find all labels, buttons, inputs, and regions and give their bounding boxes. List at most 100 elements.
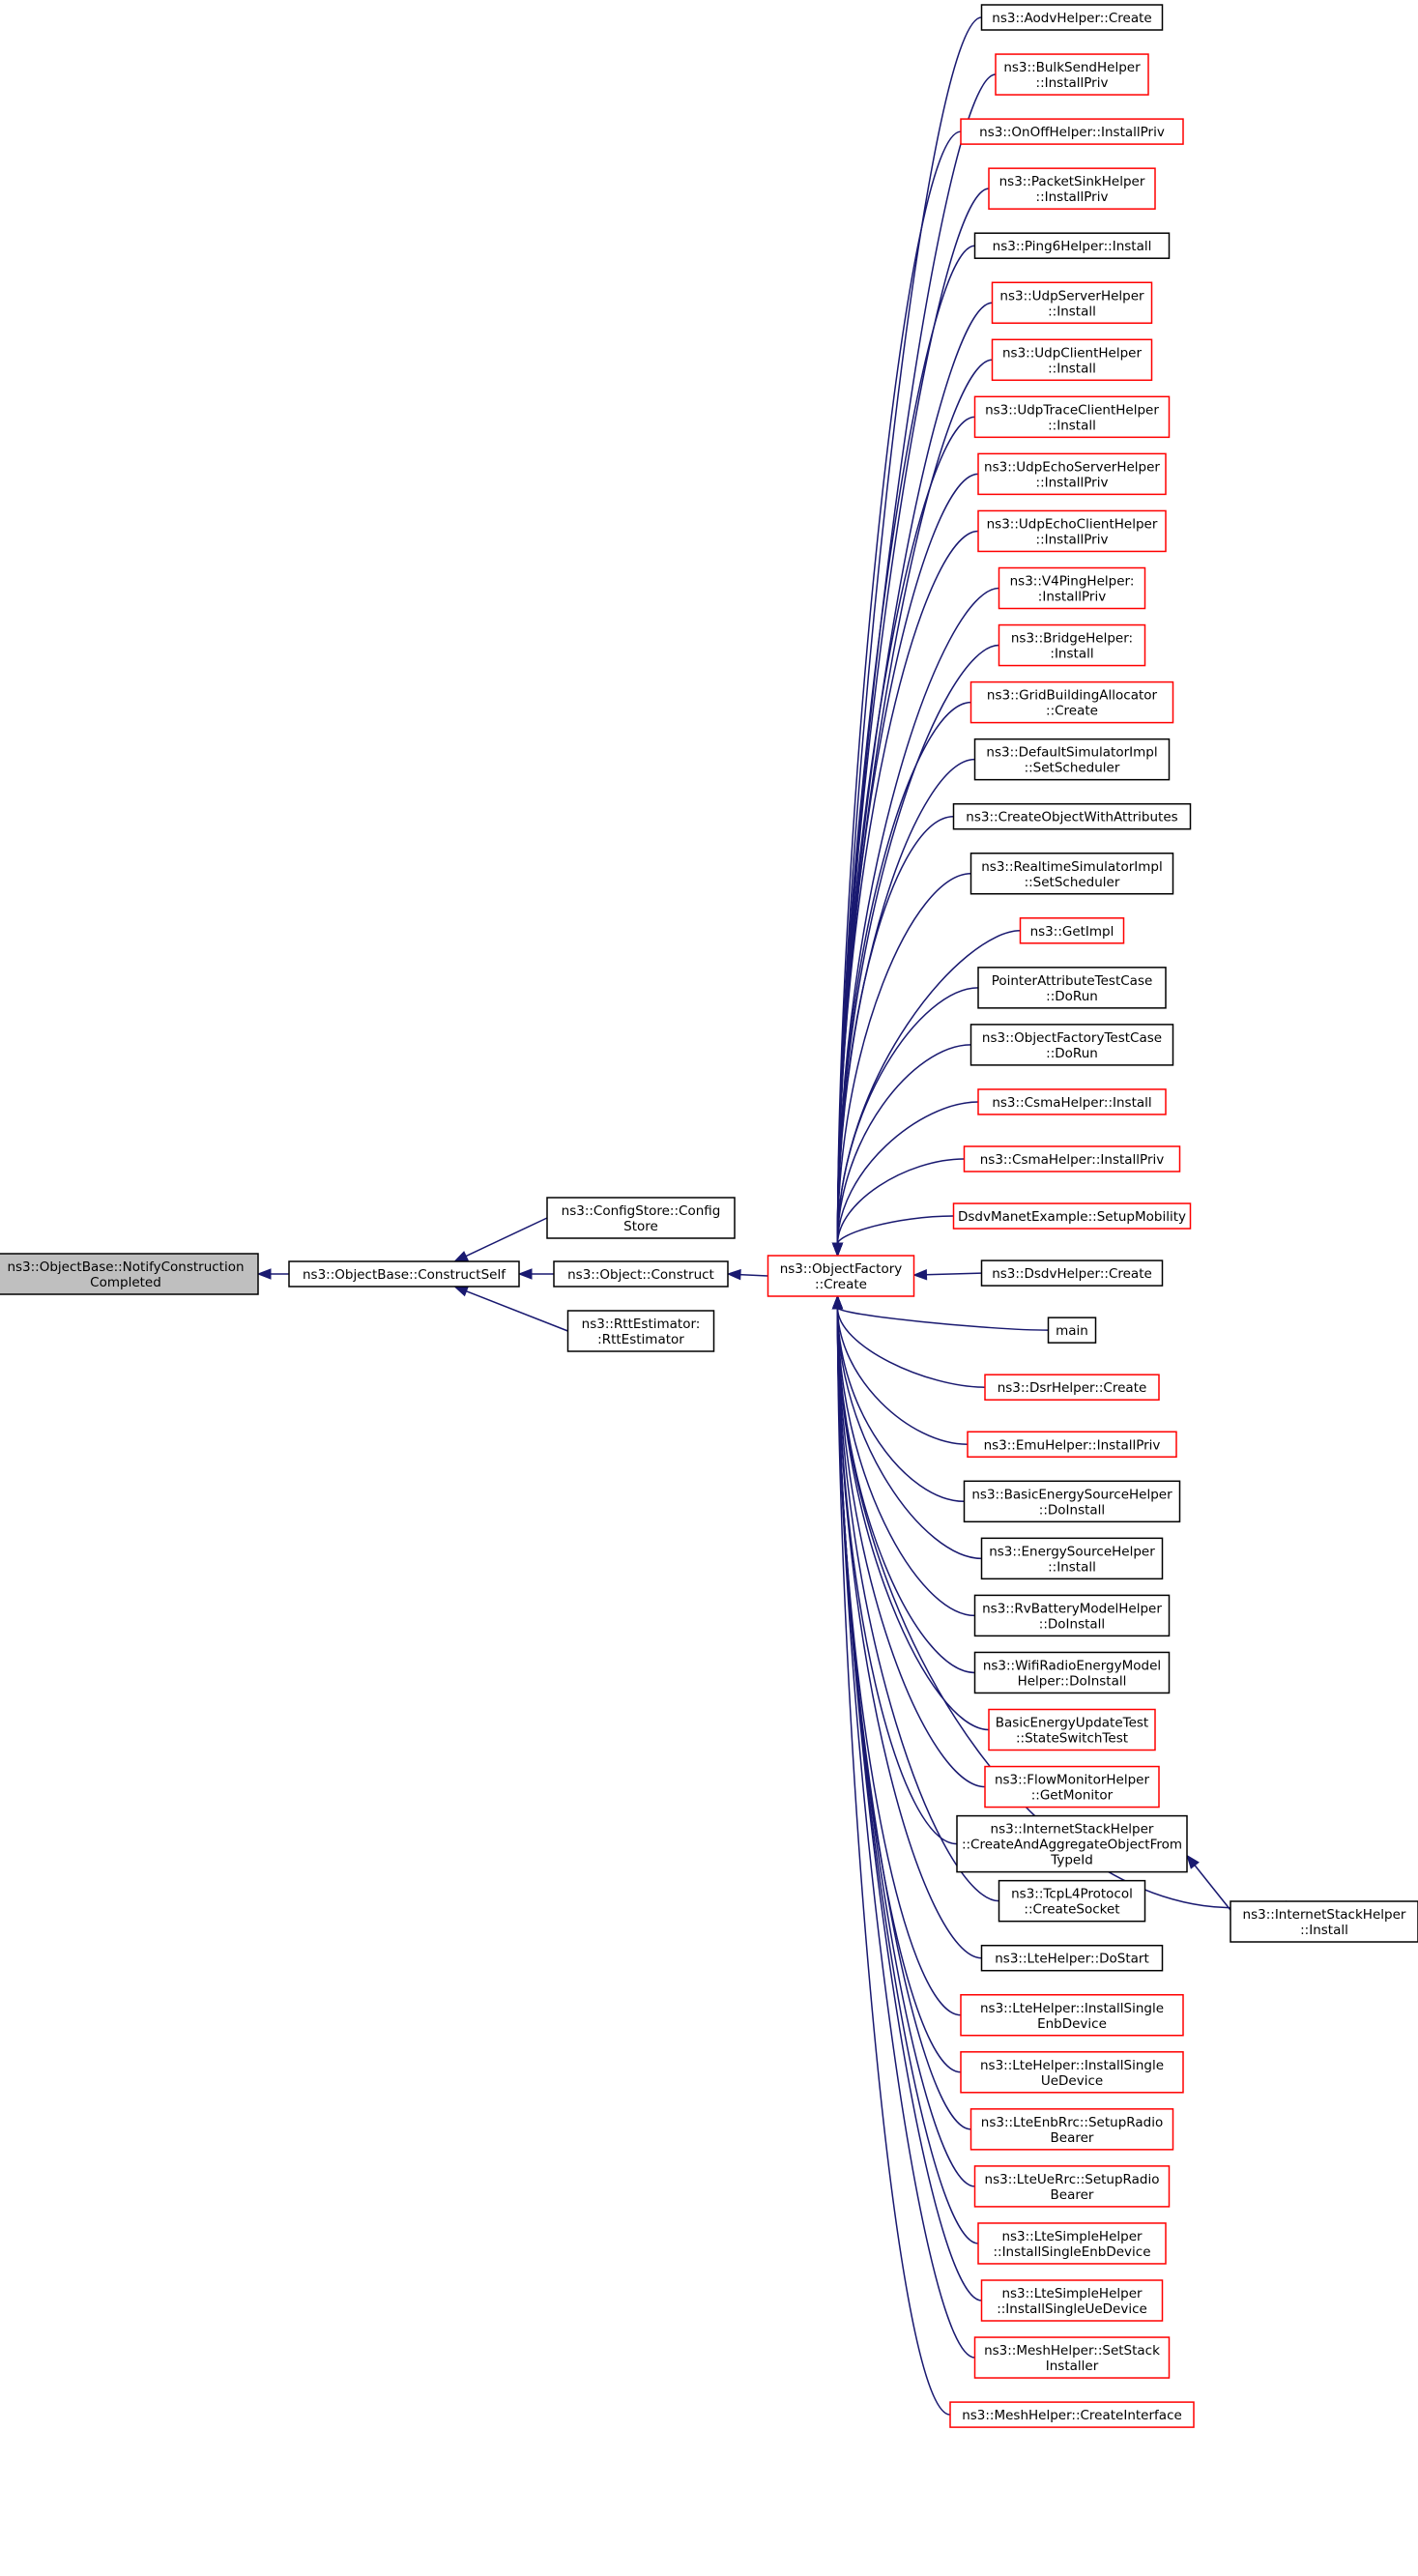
node-udpserverhelper-install[interactable]: ns3::UdpServerHelper::Install bbox=[991, 281, 1153, 324]
node-ltehelper-installsingleuedevice[interactable]: ns3::LteHelper::InstallSingleUeDevice bbox=[960, 2051, 1184, 2094]
node-dsrhelper-create[interactable]: ns3::DsrHelper::Create bbox=[984, 1374, 1160, 1401]
node-box bbox=[1230, 1900, 1418, 1943]
node-ltesimplehelper-installsingleuedevice[interactable]: ns3::LteSimpleHelper::InstallSingleUeDev… bbox=[980, 2279, 1164, 2322]
node-basicenergyupdatetest-stateswitchtest[interactable]: BasicEnergyUpdateTest::StateSwitchTest bbox=[988, 1708, 1156, 1751]
node-label: ns3::V4PingHelper: bbox=[1010, 574, 1135, 590]
edge-caller-to-factory bbox=[836, 1307, 965, 1503]
node-label: ns3::LteSimpleHelper bbox=[1001, 2286, 1143, 2301]
node-box bbox=[995, 53, 1149, 96]
node-label: ::DoRun bbox=[1046, 989, 1098, 1004]
node-box bbox=[553, 1260, 729, 1288]
node-label: Helper::DoInstall bbox=[1018, 1673, 1127, 1689]
node-objectfactorytestcase-dorun[interactable]: ns3::ObjectFactoryTestCase::DoRun bbox=[969, 1024, 1174, 1066]
node-label: DsdvManetExample::SetupMobility bbox=[958, 1209, 1186, 1225]
edge-caller-to-factory bbox=[836, 1307, 1049, 1331]
node-label: TypeId bbox=[1050, 1853, 1093, 1868]
node-main[interactable]: main bbox=[1047, 1317, 1097, 1344]
node-getimpl[interactable]: ns3::GetImpl bbox=[1019, 917, 1125, 944]
node-label: Installer bbox=[1046, 2359, 1099, 2374]
node-csmahelper-installpriv[interactable]: ns3::CsmaHelper::InstallPriv bbox=[963, 1145, 1181, 1172]
node-label: ::Install bbox=[1048, 361, 1096, 376]
node-box bbox=[1019, 917, 1125, 944]
node-energysourcehelper-install[interactable]: ns3::EnergySourceHelper::Install bbox=[980, 1537, 1164, 1580]
node-bridgehelper-install[interactable]: ns3::BridgeHelper::Install bbox=[998, 623, 1146, 667]
node-bulksendhelper-installpriv[interactable]: ns3::BulkSendHelper::InstallPriv bbox=[995, 53, 1149, 96]
node-box bbox=[988, 167, 1156, 210]
edge-caller-to-factory bbox=[836, 1307, 975, 2359]
edge-caller-to-factory bbox=[836, 873, 971, 1245]
node-rttestimator-rttestimator[interactable]: ns3::RttEstimator::RttEstimator bbox=[566, 1310, 715, 1352]
node-box bbox=[960, 2051, 1184, 2094]
node-udpechoserverhelper-installpriv[interactable]: ns3::UdpEchoServerHelper::InstallPriv bbox=[977, 452, 1167, 496]
node-flowmonitorhelper-getmonitor[interactable]: ns3::FlowMonitorHelper::GetMonitor bbox=[984, 1765, 1160, 1809]
edge-caller-to-factory bbox=[836, 1215, 954, 1245]
node-label: ::GetMonitor bbox=[1031, 1788, 1114, 1804]
node-dsdvmanetexample-setupmobility[interactable]: DsdvManetExample::SetupMobility bbox=[952, 1202, 1192, 1230]
node-label: ::Install bbox=[1048, 418, 1096, 433]
node-objectbase-notifyconstructioncompleted[interactable]: ns3::ObjectBase::NotifyConstructionCompl… bbox=[0, 1253, 259, 1295]
edge-caller-to-factory bbox=[836, 1307, 951, 2416]
node-label: ::Install bbox=[1300, 1923, 1348, 1938]
node-pointerattributetestcase-dorun[interactable]: PointerAttributeTestCase::DoRun bbox=[977, 967, 1167, 1009]
node-emuhelper-installpriv[interactable]: ns3::EmuHelper::InstallPriv bbox=[967, 1431, 1177, 1458]
node-udpechoclienthelper-installpriv[interactable]: ns3::UdpEchoClientHelper::InstallPriv bbox=[977, 509, 1167, 553]
node-box bbox=[980, 4, 1164, 31]
edge-caller-to-constructself bbox=[465, 1289, 568, 1332]
node-basicenergysourcehelper-doinstall[interactable]: ns3::BasicEnergySourceHelper::DoInstall bbox=[963, 1480, 1181, 1523]
node-box bbox=[977, 452, 1167, 496]
node-label: ns3::LteSimpleHelper bbox=[1001, 2229, 1143, 2244]
node-objectbase-constructself[interactable]: ns3::ObjectBase::ConstructSelf bbox=[288, 1260, 520, 1288]
node-label: ns3::PacketSinkHelper bbox=[999, 174, 1145, 189]
edge-caller-to-factory bbox=[836, 188, 990, 1245]
edge-caller-to-factory bbox=[836, 1307, 986, 1788]
node-box bbox=[960, 1994, 1184, 2037]
node-label: Store bbox=[623, 1219, 658, 1234]
node-box bbox=[973, 1651, 1171, 1694]
node-csmahelper-install[interactable]: ns3::CsmaHelper::Install bbox=[977, 1088, 1167, 1115]
node-object-construct[interactable]: ns3::Object::Construct bbox=[553, 1260, 729, 1288]
node-wifiradioenergymodelhelper-doinstall[interactable]: ns3::WifiRadioEnergyModelHelper::DoInsta… bbox=[973, 1651, 1171, 1694]
node-gridbuildingallocator-create[interactable]: ns3::GridBuildingAllocator::Create bbox=[969, 680, 1174, 724]
node-udpclienthelper-install[interactable]: ns3::UdpClientHelper::Install bbox=[991, 338, 1153, 382]
node-label: ::InstallPriv bbox=[1036, 475, 1109, 490]
node-label: ns3::BasicEnergySourceHelper bbox=[971, 1487, 1172, 1502]
node-v4pinghelper-installpriv[interactable]: ns3::V4PingHelper::InstallPriv bbox=[998, 566, 1146, 610]
node-ping6helper-install[interactable]: ns3::Ping6Helper::Install bbox=[973, 232, 1171, 259]
node-label: ns3::DsrHelper::Create bbox=[998, 1380, 1147, 1396]
node-packetsinkhelper-installpriv[interactable]: ns3::PacketSinkHelper::InstallPriv bbox=[988, 167, 1156, 210]
node-createobjectwithattributes[interactable]: ns3::CreateObjectWithAttributes bbox=[952, 802, 1192, 830]
node-label: ::InstallPriv bbox=[1036, 75, 1109, 91]
node-label: ::DoInstall bbox=[1039, 1616, 1105, 1632]
node-meshhelper-createinterface[interactable]: ns3::MeshHelper::CreateInterface bbox=[949, 2401, 1195, 2428]
node-box bbox=[1047, 1317, 1097, 1344]
node-label: ns3::ObjectFactory bbox=[780, 1261, 903, 1277]
node-aodvhelper-create[interactable]: ns3::AodvHelper::Create bbox=[980, 4, 1164, 31]
node-box bbox=[973, 1594, 1171, 1637]
node-udptraceclienthelper-install[interactable]: ns3::UdpTraceClientHelper::Install bbox=[973, 395, 1171, 439]
node-objectfactory-create[interactable]: ns3::ObjectFactory::Create bbox=[767, 1255, 915, 1297]
node-onoffhelper-installpriv[interactable]: ns3::OnOffHelper::InstallPriv bbox=[960, 118, 1184, 145]
node-label: :RttEstimator bbox=[597, 1332, 684, 1347]
node-tcpl4protocol-createsocket[interactable]: ns3::TcpL4Protocol::CreateSocket bbox=[998, 1879, 1146, 1923]
node-box bbox=[767, 1255, 915, 1297]
node-internetstackhelper-install[interactable]: ns3::InternetStackHelper::Install bbox=[1230, 1900, 1418, 1943]
node-dsdvhelper-create[interactable]: ns3::DsdvHelper::Create bbox=[980, 1259, 1164, 1287]
node-defaultsimulatorimpl-setscheduler[interactable]: ns3::DefaultSimulatorImpl::SetScheduler bbox=[973, 738, 1171, 781]
node-ltesimplehelper-installsingleenbdevice[interactable]: ns3::LteSimpleHelper::InstallSingleEnbDe… bbox=[977, 2222, 1167, 2265]
node-label: ns3::UdpEchoServerHelper bbox=[984, 459, 1160, 475]
node-label: ns3::LteUeRrc::SetupRadio bbox=[985, 2172, 1160, 2187]
arrow-head bbox=[453, 1251, 470, 1262]
node-configstore-configstore[interactable]: ns3::ConfigStore::ConfigStore bbox=[546, 1197, 736, 1239]
node-ltehelper-installsingleenbdevice[interactable]: ns3::LteHelper::InstallSingleEnbDevice bbox=[960, 1994, 1184, 2037]
node-internetstackhelper-createandaggregateobjectfromtypeid[interactable]: ns3::InternetStackHelper::CreateAndAggre… bbox=[956, 1814, 1188, 1873]
node-box bbox=[973, 395, 1171, 439]
node-ltehelper-dostart[interactable]: ns3::LteHelper::DoStart bbox=[980, 1944, 1164, 1972]
node-realtimesimulatorimpl-setscheduler[interactable]: ns3::RealtimeSimulatorImpl::SetScheduler bbox=[969, 853, 1174, 895]
edge-caller-to-factory bbox=[836, 1158, 965, 1245]
edge-caller-to-factory bbox=[836, 815, 954, 1245]
node-box bbox=[998, 566, 1146, 610]
node-rvbatterymodelhelper-doinstall[interactable]: ns3::RvBatteryModelHelper::DoInstall bbox=[973, 1594, 1171, 1637]
